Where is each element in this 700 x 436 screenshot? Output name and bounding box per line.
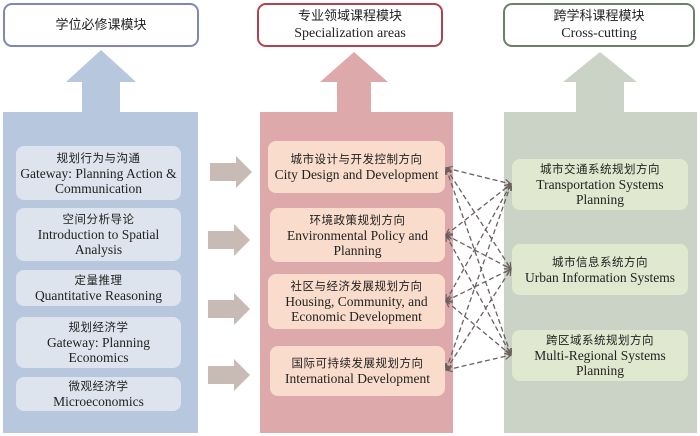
header-zh: 学位必修课模块 <box>55 17 147 33</box>
flow-arrows <box>208 156 252 391</box>
course-en: Multi-Regional Systems Planning <box>534 348 666 378</box>
dashed-link-3-2 <box>446 355 511 370</box>
dashed-link-2-1 <box>446 269 511 301</box>
header-zh: 专业领域课程模块 <box>297 9 402 24</box>
course-en: Housing, Community, and Economic Develop… <box>285 294 428 324</box>
course-zh: 国际可持续发展规划方向 <box>291 356 424 370</box>
course-card: 环境政策规划方向 Environmental Policy and Planni… <box>270 208 445 262</box>
course-en: Gateway: Planning Economics <box>46 335 151 365</box>
right-arrow-icon <box>208 224 250 256</box>
course-card: 定量推理 Quantitative Reasoning <box>16 270 181 306</box>
right-arrow-icon <box>208 359 250 391</box>
course-zh: 跨区域系统规划方向 <box>546 333 654 347</box>
course-card: 规划经济学 Gateway: Planning Economics <box>16 317 181 368</box>
dashed-link-1-2 <box>446 235 511 355</box>
right-arrow-icon <box>210 156 252 188</box>
course-card: 空间分析导论 Introduction to Spatial Analysis <box>16 208 181 261</box>
course-card: 跨区域系统规划方向 Multi-Regional Systems Plannin… <box>512 330 688 381</box>
header-en: Specialization areas <box>294 26 406 41</box>
dashed-link-1-0 <box>446 184 511 235</box>
course-card: 城市交通系统规划方向 Transportation Systems Planni… <box>512 159 688 210</box>
dashed-link-0-0 <box>446 168 511 184</box>
course-card: 社区与经济发展规划方向 Housing, Community, and Econ… <box>268 274 445 329</box>
course-card: 城市设计与开发控制方向 City Design and Development <box>268 141 445 193</box>
course-zh: 定量推理 <box>74 273 123 287</box>
course-zh: 规划行为与沟通 <box>56 150 141 165</box>
course-en: Urban Information Systems <box>525 269 675 285</box>
dashed-link-0-1 <box>446 168 511 269</box>
right-arrow-icon <box>208 293 250 325</box>
course-en: Microeconomics <box>53 394 144 409</box>
course-card: 微观经济学 Microeconomics <box>16 377 181 411</box>
course-en: International Development <box>284 371 431 386</box>
course-zh: 空间分析导论 <box>62 212 135 226</box>
course-zh: 城市设计与开发控制方向 <box>290 152 423 166</box>
course-zh: 城市信息系统方向 <box>552 254 648 269</box>
course-en: Gateway: Planning Action & Communication <box>20 165 177 196</box>
course-en: City Design and Development <box>274 167 439 182</box>
dashed-link-2-0 <box>446 184 511 301</box>
course-zh: 社区与经济发展规划方向 <box>290 279 423 293</box>
cross-cutting-header: 跨学科课程模块 Cross-cutting <box>503 3 695 47</box>
course-card: 城市信息系统方向 Urban Information Systems <box>512 244 688 295</box>
core-module-header: 学位必修课模块 <box>3 3 199 47</box>
course-card: 国际可持续发展规划方向 International Development <box>270 346 445 396</box>
specialization-header: 专业领域课程模块 Specialization areas <box>257 3 443 47</box>
cross-links <box>446 168 511 370</box>
header-en: Cross-cutting <box>561 26 637 41</box>
course-card: 规划行为与沟通 Gateway: Planning Action & Commu… <box>16 146 181 200</box>
dashed-link-0-2 <box>446 168 511 355</box>
dashed-link-3-0 <box>446 184 511 370</box>
course-en: Introduction to Spatial Analysis <box>37 227 160 257</box>
course-zh: 规划经济学 <box>68 320 129 334</box>
course-en: Quantitative Reasoning <box>34 288 163 303</box>
course-zh: 城市交通系统规划方向 <box>540 162 660 176</box>
course-en: Transportation Systems Planning <box>536 177 664 207</box>
header-zh: 跨学科课程模块 <box>553 9 645 24</box>
course-zh: 微观经济学 <box>68 379 129 393</box>
course-zh: 环境政策规划方向 <box>309 212 406 227</box>
course-en: Environmental Policy and Planning <box>287 227 428 258</box>
